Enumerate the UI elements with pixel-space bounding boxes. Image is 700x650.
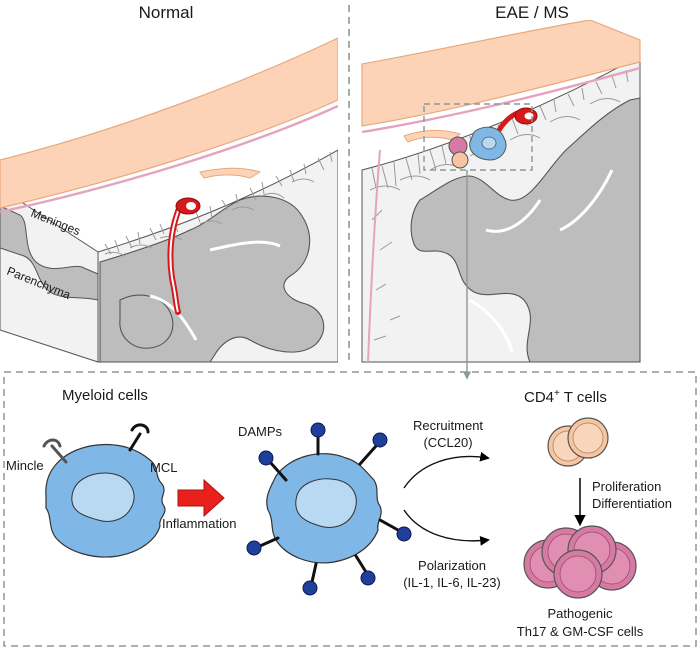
activated-myeloid-nucleus <box>295 478 357 528</box>
infiltrating-myeloid-nucleus <box>481 136 497 150</box>
panel-title-eae-ms: EAE / MS <box>495 3 569 22</box>
th17-gmcsf-label: Th17 & GM-CSF cells <box>517 624 644 639</box>
cd4-t-cells-title: CD4+ T cells <box>524 388 607 406</box>
mechanism-panel-frame <box>3 371 697 647</box>
resting-myeloid-nucleus <box>71 472 135 522</box>
naive-cd4-t-cells <box>547 417 609 467</box>
right-vessel-lumen-inner <box>524 112 534 120</box>
damp-molecule-icon <box>396 526 412 542</box>
left-meninges-fold <box>199 167 262 179</box>
damp-molecule-icon <box>310 422 326 438</box>
left-blood-vessel-core <box>169 205 181 313</box>
resting-myeloid-cell <box>42 423 166 558</box>
mincle-label: Mincle <box>6 458 44 473</box>
pathogenic-th17-cells <box>523 525 637 599</box>
mincle-receptor-icon <box>42 438 68 464</box>
damp-molecule-icon <box>360 570 376 586</box>
polarization-label: Polarization <box>418 558 486 573</box>
eae-brain-panel <box>361 20 641 363</box>
mcl-receptor-icon <box>128 423 150 452</box>
activated-myeloid-cell <box>246 422 412 596</box>
damp-molecule-icon <box>258 450 274 466</box>
cd4-t-cell-inner <box>572 422 604 454</box>
inflammation-arrow-icon <box>177 478 225 518</box>
polarization-sub-label: (IL-1, IL-6, IL-23) <box>403 575 501 590</box>
right-brain-gyri <box>410 97 641 363</box>
normal-brain-panel: Meninges Parenchyma <box>0 37 338 363</box>
infiltrating-cd4-cell <box>451 151 469 169</box>
myeloid-cells-title: Myeloid cells <box>62 387 148 404</box>
damp-receptors <box>258 434 400 584</box>
recruitment-label: Recruitment <box>413 418 483 433</box>
left-vessel-lumen-inner <box>186 202 196 210</box>
damps-label: DAMPs <box>238 424 283 439</box>
damp-molecule-icon <box>302 580 318 596</box>
damp-molecule-icon <box>246 540 262 556</box>
left-skull-layer <box>0 37 338 209</box>
inflammation-label: Inflammation <box>162 516 236 531</box>
pathogenic-label: Pathogenic <box>547 606 613 621</box>
cd4-title-rest: T cells <box>560 389 607 406</box>
proliferation-label: Proliferation <box>592 479 661 494</box>
damp-molecule-icon <box>372 432 388 448</box>
polarization-arrow <box>403 509 490 546</box>
right-meninges-line <box>361 66 641 134</box>
right-sulcus <box>559 169 614 232</box>
right-skull-layer <box>361 20 641 127</box>
cd4-title-main: CD4 <box>524 389 554 406</box>
zoom-region-box <box>423 103 533 171</box>
left-sulcus <box>209 240 281 252</box>
differentiation-label: Differentiation <box>592 496 672 511</box>
recruitment-arrow <box>403 451 490 489</box>
mcl-label: MCL <box>150 460 177 475</box>
right-sulcus <box>469 298 514 353</box>
right-meninges-descent <box>367 149 381 363</box>
cd4-title-sup: + <box>554 388 560 399</box>
recruitment-sub-label: (CCL20) <box>423 435 472 450</box>
right-sulcus <box>485 199 542 233</box>
left-meninges-line <box>0 104 338 214</box>
panel-title-normal: Normal <box>139 3 194 22</box>
th17-cell-inner <box>559 555 597 593</box>
